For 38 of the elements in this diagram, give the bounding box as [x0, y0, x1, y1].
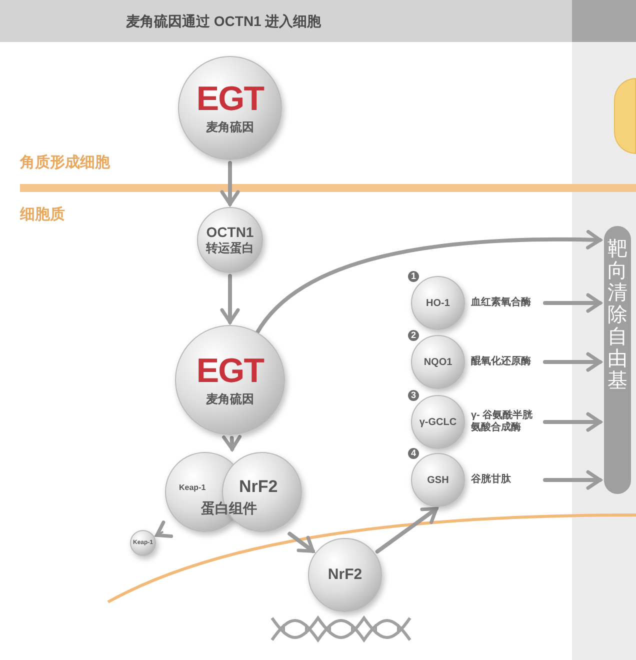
enzyme-name: 血红素氧合酶: [471, 296, 532, 310]
protein-label: NrF2: [239, 476, 278, 498]
number-badge: 4: [407, 447, 420, 460]
region-label: 细胞质: [20, 205, 65, 225]
number-badge: 2: [407, 329, 420, 342]
protein-label: Keap-1: [179, 482, 206, 494]
enzyme-abbreviation: γ-GCLC: [419, 416, 457, 430]
enzyme-name: γ- 谷氨酰半胱氨酸合成酶: [471, 410, 534, 434]
bar-label: 靶向清除自由基: [608, 238, 628, 394]
sphere-label: 转运蛋白: [206, 241, 254, 256]
arrow: [255, 230, 602, 334]
molecule-abbreviation: EGT: [196, 354, 264, 388]
arrow: [220, 161, 240, 206]
arrow: [543, 352, 602, 372]
number-badge: 3: [407, 389, 420, 402]
sphere-label: NrF2: [328, 564, 362, 585]
arrow: [155, 520, 174, 538]
complex-label: 蛋白组件: [201, 500, 257, 518]
enzyme-abbreviation: HO-1: [426, 296, 450, 310]
arrow: [375, 506, 438, 554]
enzyme-name: 醌氧化还原酶: [471, 356, 532, 368]
arrow: [543, 293, 602, 313]
molecule-abbreviation: EGT: [196, 82, 264, 116]
title: 麦角硫因通过 OCTN1 进入细胞: [126, 12, 322, 30]
enzyme-abbreviation: NQO1: [424, 356, 452, 370]
arrow: [543, 412, 602, 432]
arrow: [220, 274, 240, 324]
arrow: [543, 470, 602, 490]
sphere-label: OCTN1: [206, 224, 254, 242]
arrow: [288, 532, 315, 554]
number-badge: 1: [407, 270, 420, 283]
sphere-label: 麦角硫因: [206, 120, 254, 134]
arrow: [222, 435, 242, 451]
enzyme-abbreviation: GSH: [427, 474, 449, 488]
sphere-label: 麦角硫因: [206, 392, 254, 406]
result-bar: [604, 226, 631, 494]
enzyme-name: 谷胱甘肽: [471, 474, 512, 486]
region-label: 角质形成细胞: [20, 153, 110, 173]
